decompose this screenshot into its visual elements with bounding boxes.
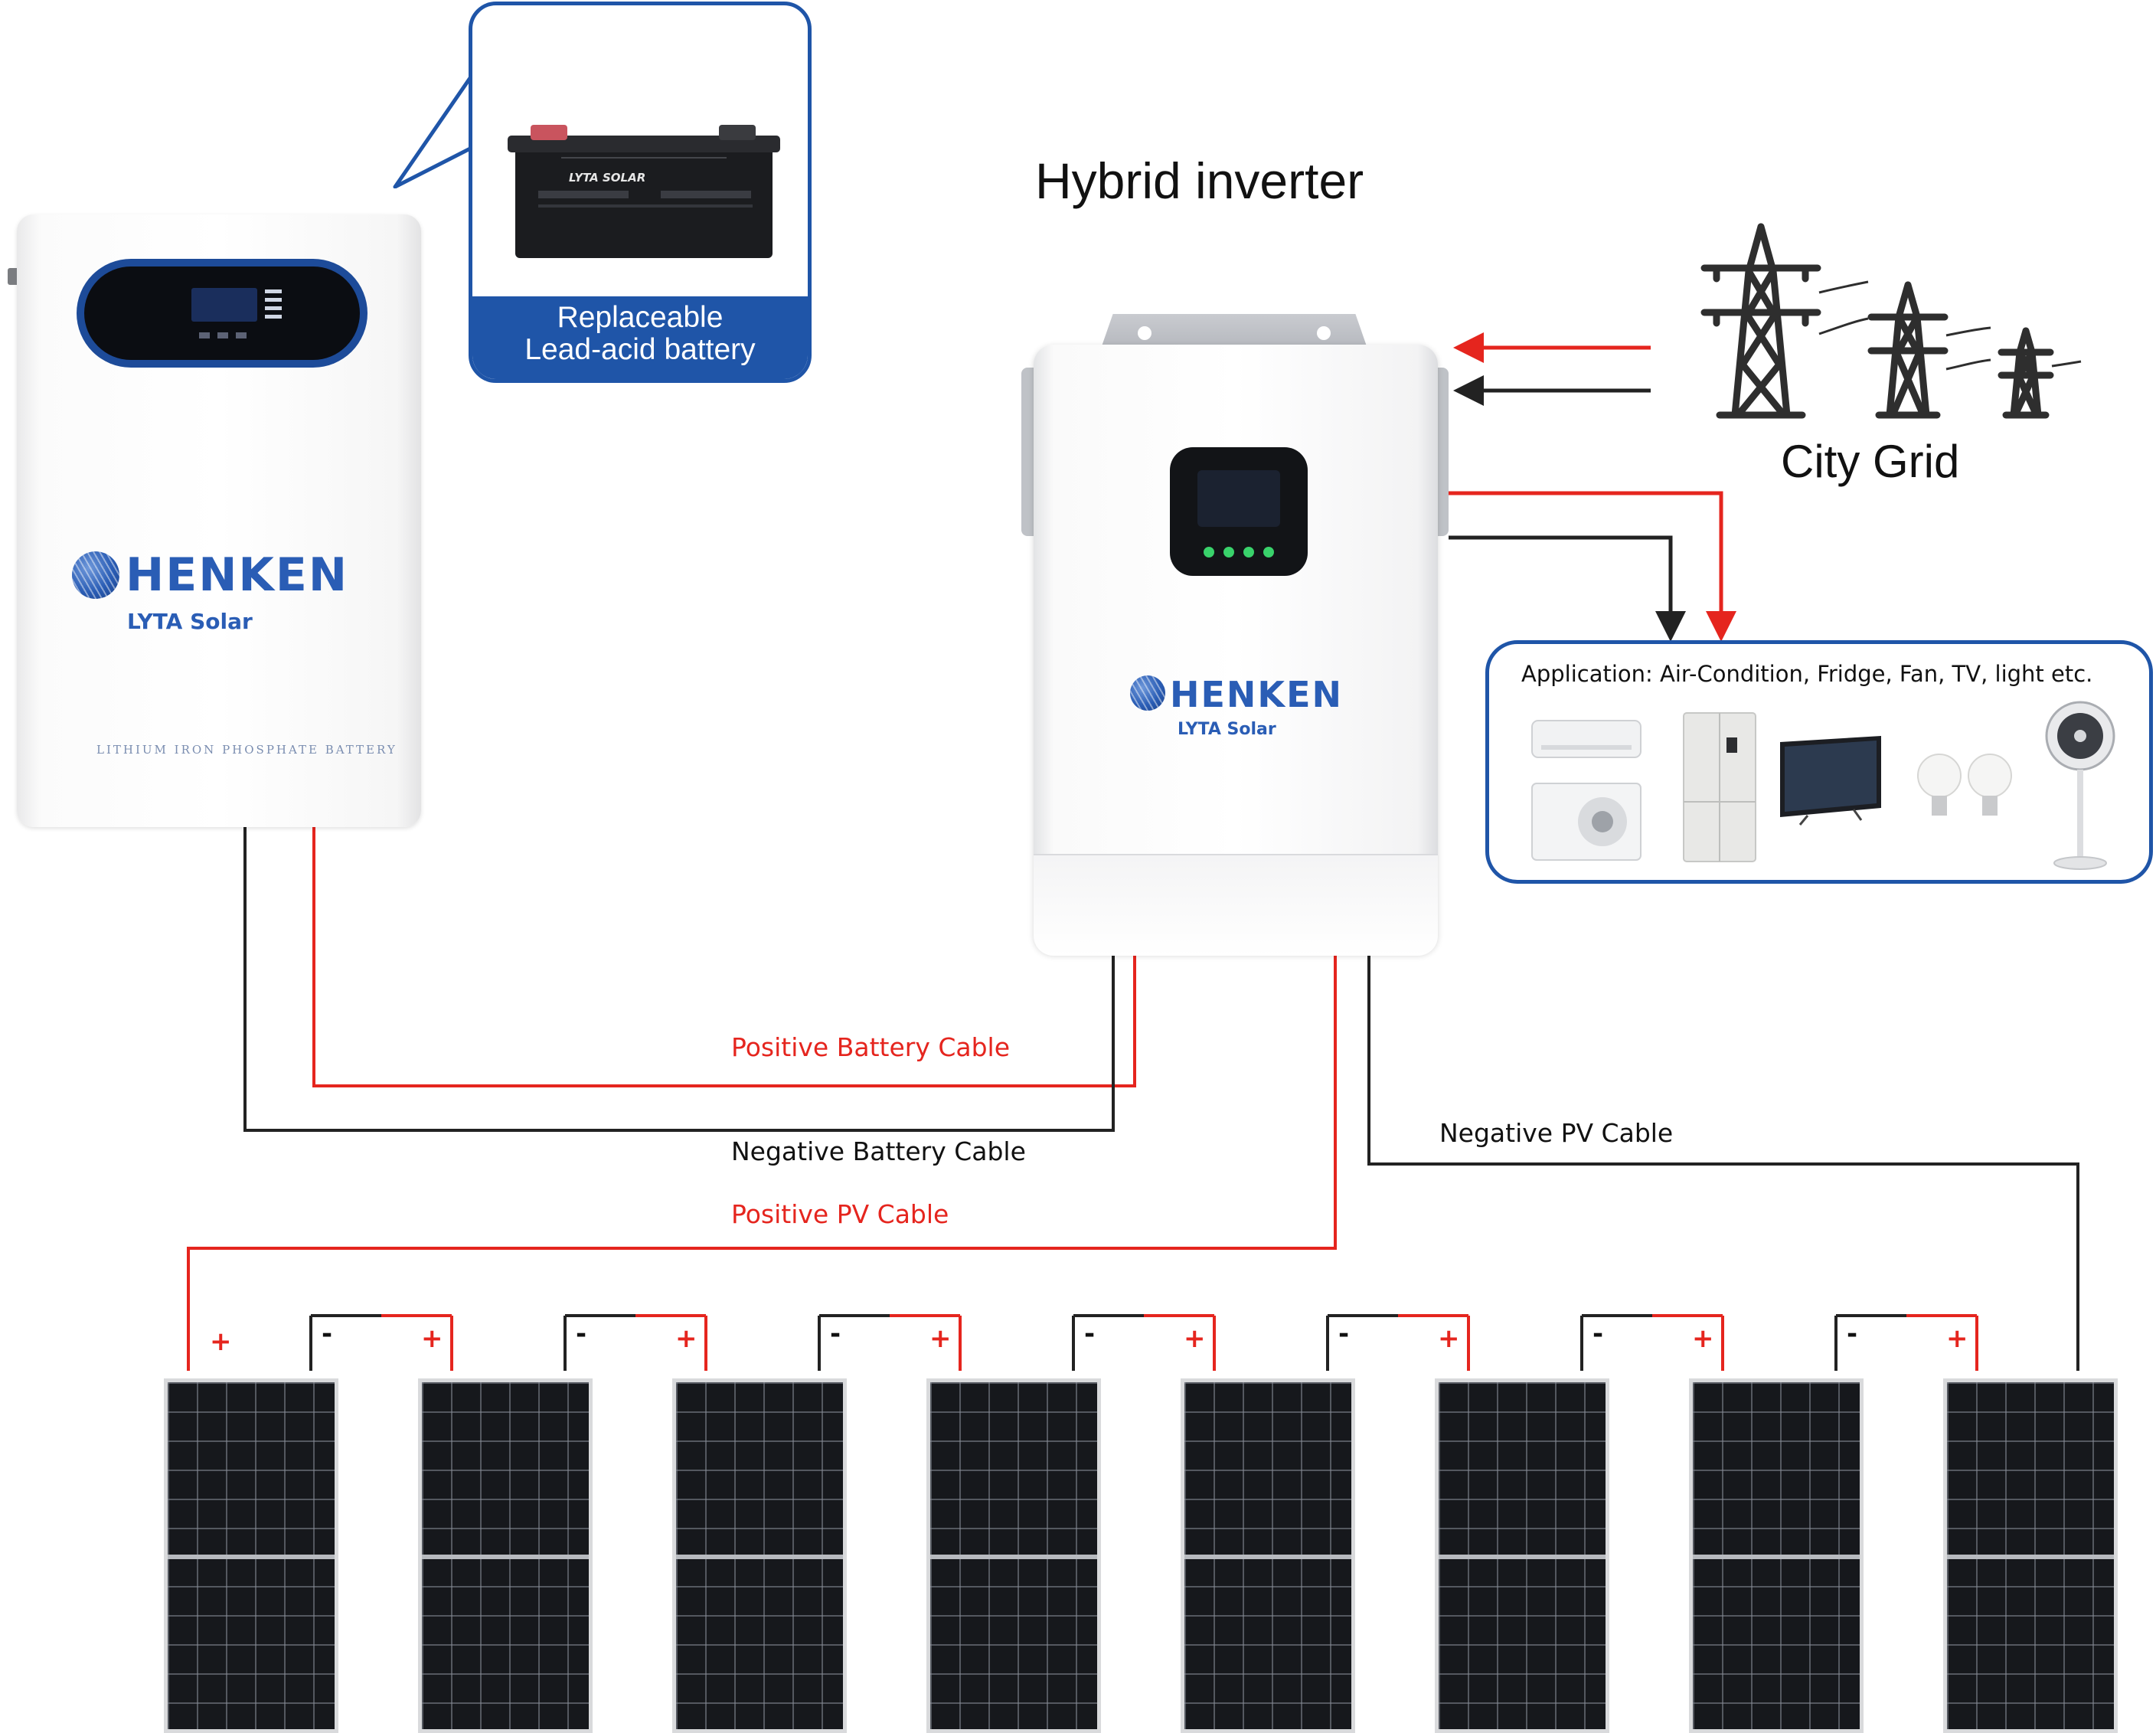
- tv-icon: [1780, 736, 1881, 826]
- solar-panel: [1943, 1378, 2118, 1733]
- solar-panel: [672, 1378, 847, 1733]
- output-line-red: [1449, 491, 1736, 642]
- output-line-black: [1449, 535, 1686, 642]
- inverter-side-left: [1021, 368, 1035, 536]
- callout-line2: Lead-acid battery: [524, 333, 756, 366]
- minus-terminal-label: -: [322, 1319, 333, 1349]
- hybrid-inverter: [1034, 345, 1438, 954]
- battery-handle: [8, 268, 17, 285]
- plus-terminal-label: +: [421, 1323, 443, 1354]
- air-conditioner-icon: [1531, 720, 1642, 861]
- minus-terminal-label: -: [1847, 1319, 1858, 1349]
- negative-battery-cable: [243, 827, 1115, 1132]
- panel-jumpers: [309, 1314, 1978, 1371]
- positive-pv-cable: [187, 954, 1337, 1371]
- minus-terminal-label: -: [1592, 1319, 1604, 1349]
- callout-line1: Replaceable: [557, 301, 724, 334]
- lead-acid-battery-image: LYTA SOLAR: [508, 125, 780, 258]
- solar-panel: [1435, 1378, 1609, 1733]
- negative-pv-cable: [1367, 954, 2079, 1371]
- plus-terminal-label: +: [210, 1326, 232, 1357]
- positive-battery-cable-label: Positive Battery Cable: [731, 1032, 1011, 1062]
- inverter-title: Hybrid inverter: [1035, 152, 1364, 209]
- minus-terminal-label: -: [576, 1319, 587, 1349]
- callout-caption: Replaceable Lead-acid battery: [472, 296, 808, 379]
- power-tower-icon: [1700, 223, 2082, 419]
- plus-terminal-label: +: [1692, 1323, 1714, 1354]
- plus-terminal-label: +: [929, 1323, 952, 1354]
- application-box: Application: Air-Condition, Fridge, Fan,…: [1485, 640, 2153, 884]
- globe-logo-icon: [72, 551, 119, 599]
- city-grid-label: City Grid: [1781, 436, 1960, 487]
- inverter-subbrand: LYTA Solar: [1178, 720, 1276, 739]
- minus-terminal-label: -: [830, 1319, 841, 1349]
- inverter-side-right: [1435, 368, 1449, 536]
- negative-battery-cable-label: Negative Battery Cable: [731, 1136, 1026, 1166]
- lead-acid-callout: LYTA SOLAR Replaceable Lead-acid battery: [469, 2, 812, 383]
- inverter-terminal-cover: [1034, 854, 1438, 956]
- solar-panel: [164, 1378, 338, 1733]
- solar-panel: [1689, 1378, 1864, 1733]
- application-text: Application: Air-Condition, Fridge, Fan,…: [1521, 661, 2093, 687]
- inverter-globe-logo-icon: [1130, 675, 1165, 711]
- solar-panel: [1181, 1378, 1355, 1733]
- fridge-icon: [1683, 712, 1756, 862]
- plus-terminal-label: +: [1438, 1323, 1460, 1354]
- positive-pv-cable-label: Positive PV Cable: [731, 1199, 949, 1229]
- inverter-display: [1170, 447, 1308, 576]
- fan-icon: [2045, 701, 2115, 870]
- minus-terminal-label: -: [1338, 1319, 1350, 1349]
- battery-brand: HENKEN: [126, 548, 349, 602]
- minus-terminal-label: -: [1084, 1319, 1096, 1349]
- light-bulb-icon: [1917, 754, 2012, 816]
- inverter-brand: HENKEN: [1170, 674, 1343, 715]
- negative-pv-cable-label: Negative PV Cable: [1439, 1118, 1674, 1148]
- solar-panel: [926, 1378, 1101, 1733]
- battery-display-panel: [77, 259, 368, 368]
- solar-panel: [418, 1378, 593, 1733]
- battery-type-label: LITHIUM IRON PHOSPHATE BATTERY: [96, 743, 397, 757]
- lithium-battery: HENKEN LYTA Solar LITHIUM IRON PHOSPHATE…: [8, 214, 421, 827]
- plus-terminal-label: +: [1946, 1323, 1968, 1354]
- plus-terminal-label: +: [1184, 1323, 1206, 1354]
- battery-subbrand: LYTA Solar: [127, 609, 253, 634]
- plus-terminal-label: +: [675, 1323, 697, 1354]
- lead-acid-brand: LYTA SOLAR: [569, 171, 645, 185]
- positive-battery-cable: [312, 827, 1136, 1087]
